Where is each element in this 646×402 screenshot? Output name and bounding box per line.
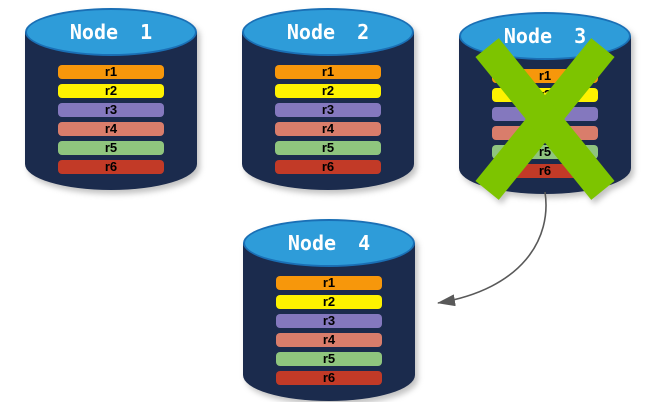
replica-bar-r4: r4 <box>275 122 381 136</box>
replica-bar-r1: r1 <box>58 65 164 79</box>
arrow-curve <box>437 191 547 307</box>
replica-bar-r6: r6 <box>276 371 382 385</box>
replica-bar-r2: r2 <box>276 295 382 309</box>
db-node-node-1: Node 1 r1 r2 r3 r4 r5 r6 <box>25 8 197 190</box>
replica-list: r1 r2 r3 r4 r5 r6 <box>275 65 381 179</box>
replica-bar-r3: r3 <box>276 314 382 328</box>
cylinder-top: Node 2 <box>242 8 414 56</box>
failure-x-mark <box>475 38 615 200</box>
cylinder-top: Node 1 <box>25 8 197 56</box>
replica-bar-r1: r1 <box>275 65 381 79</box>
replica-bar-r1: r1 <box>276 276 382 290</box>
replica-bar-r6: r6 <box>275 160 381 174</box>
cylinder-top: Node 4 <box>243 219 415 267</box>
node-title: Node 4 <box>287 231 371 255</box>
replica-bar-r2: r2 <box>58 84 164 98</box>
db-node-node-2: Node 2 r1 r2 r3 r4 r5 r6 <box>242 8 414 190</box>
replica-bar-r4: r4 <box>58 122 164 136</box>
replica-list: r1 r2 r3 r4 r5 r6 <box>276 276 382 390</box>
node-title: Node 1 <box>69 20 153 44</box>
replica-bar-r2: r2 <box>275 84 381 98</box>
node-title: Node 2 <box>286 20 370 44</box>
replica-bar-r5: r5 <box>275 141 381 155</box>
replica-bar-r3: r3 <box>275 103 381 117</box>
replica-bar-r4: r4 <box>276 333 382 347</box>
replica-bar-r6: r6 <box>58 160 164 174</box>
replica-bar-r5: r5 <box>58 141 164 155</box>
db-node-node-4: Node 4 r1 r2 r3 r4 r5 r6 <box>243 219 415 401</box>
node-title: Node 3 <box>503 24 587 48</box>
replica-list: r1 r2 r3 r4 r5 r6 <box>58 65 164 179</box>
replica-bar-r5: r5 <box>276 352 382 366</box>
replica-bar-r3: r3 <box>58 103 164 117</box>
